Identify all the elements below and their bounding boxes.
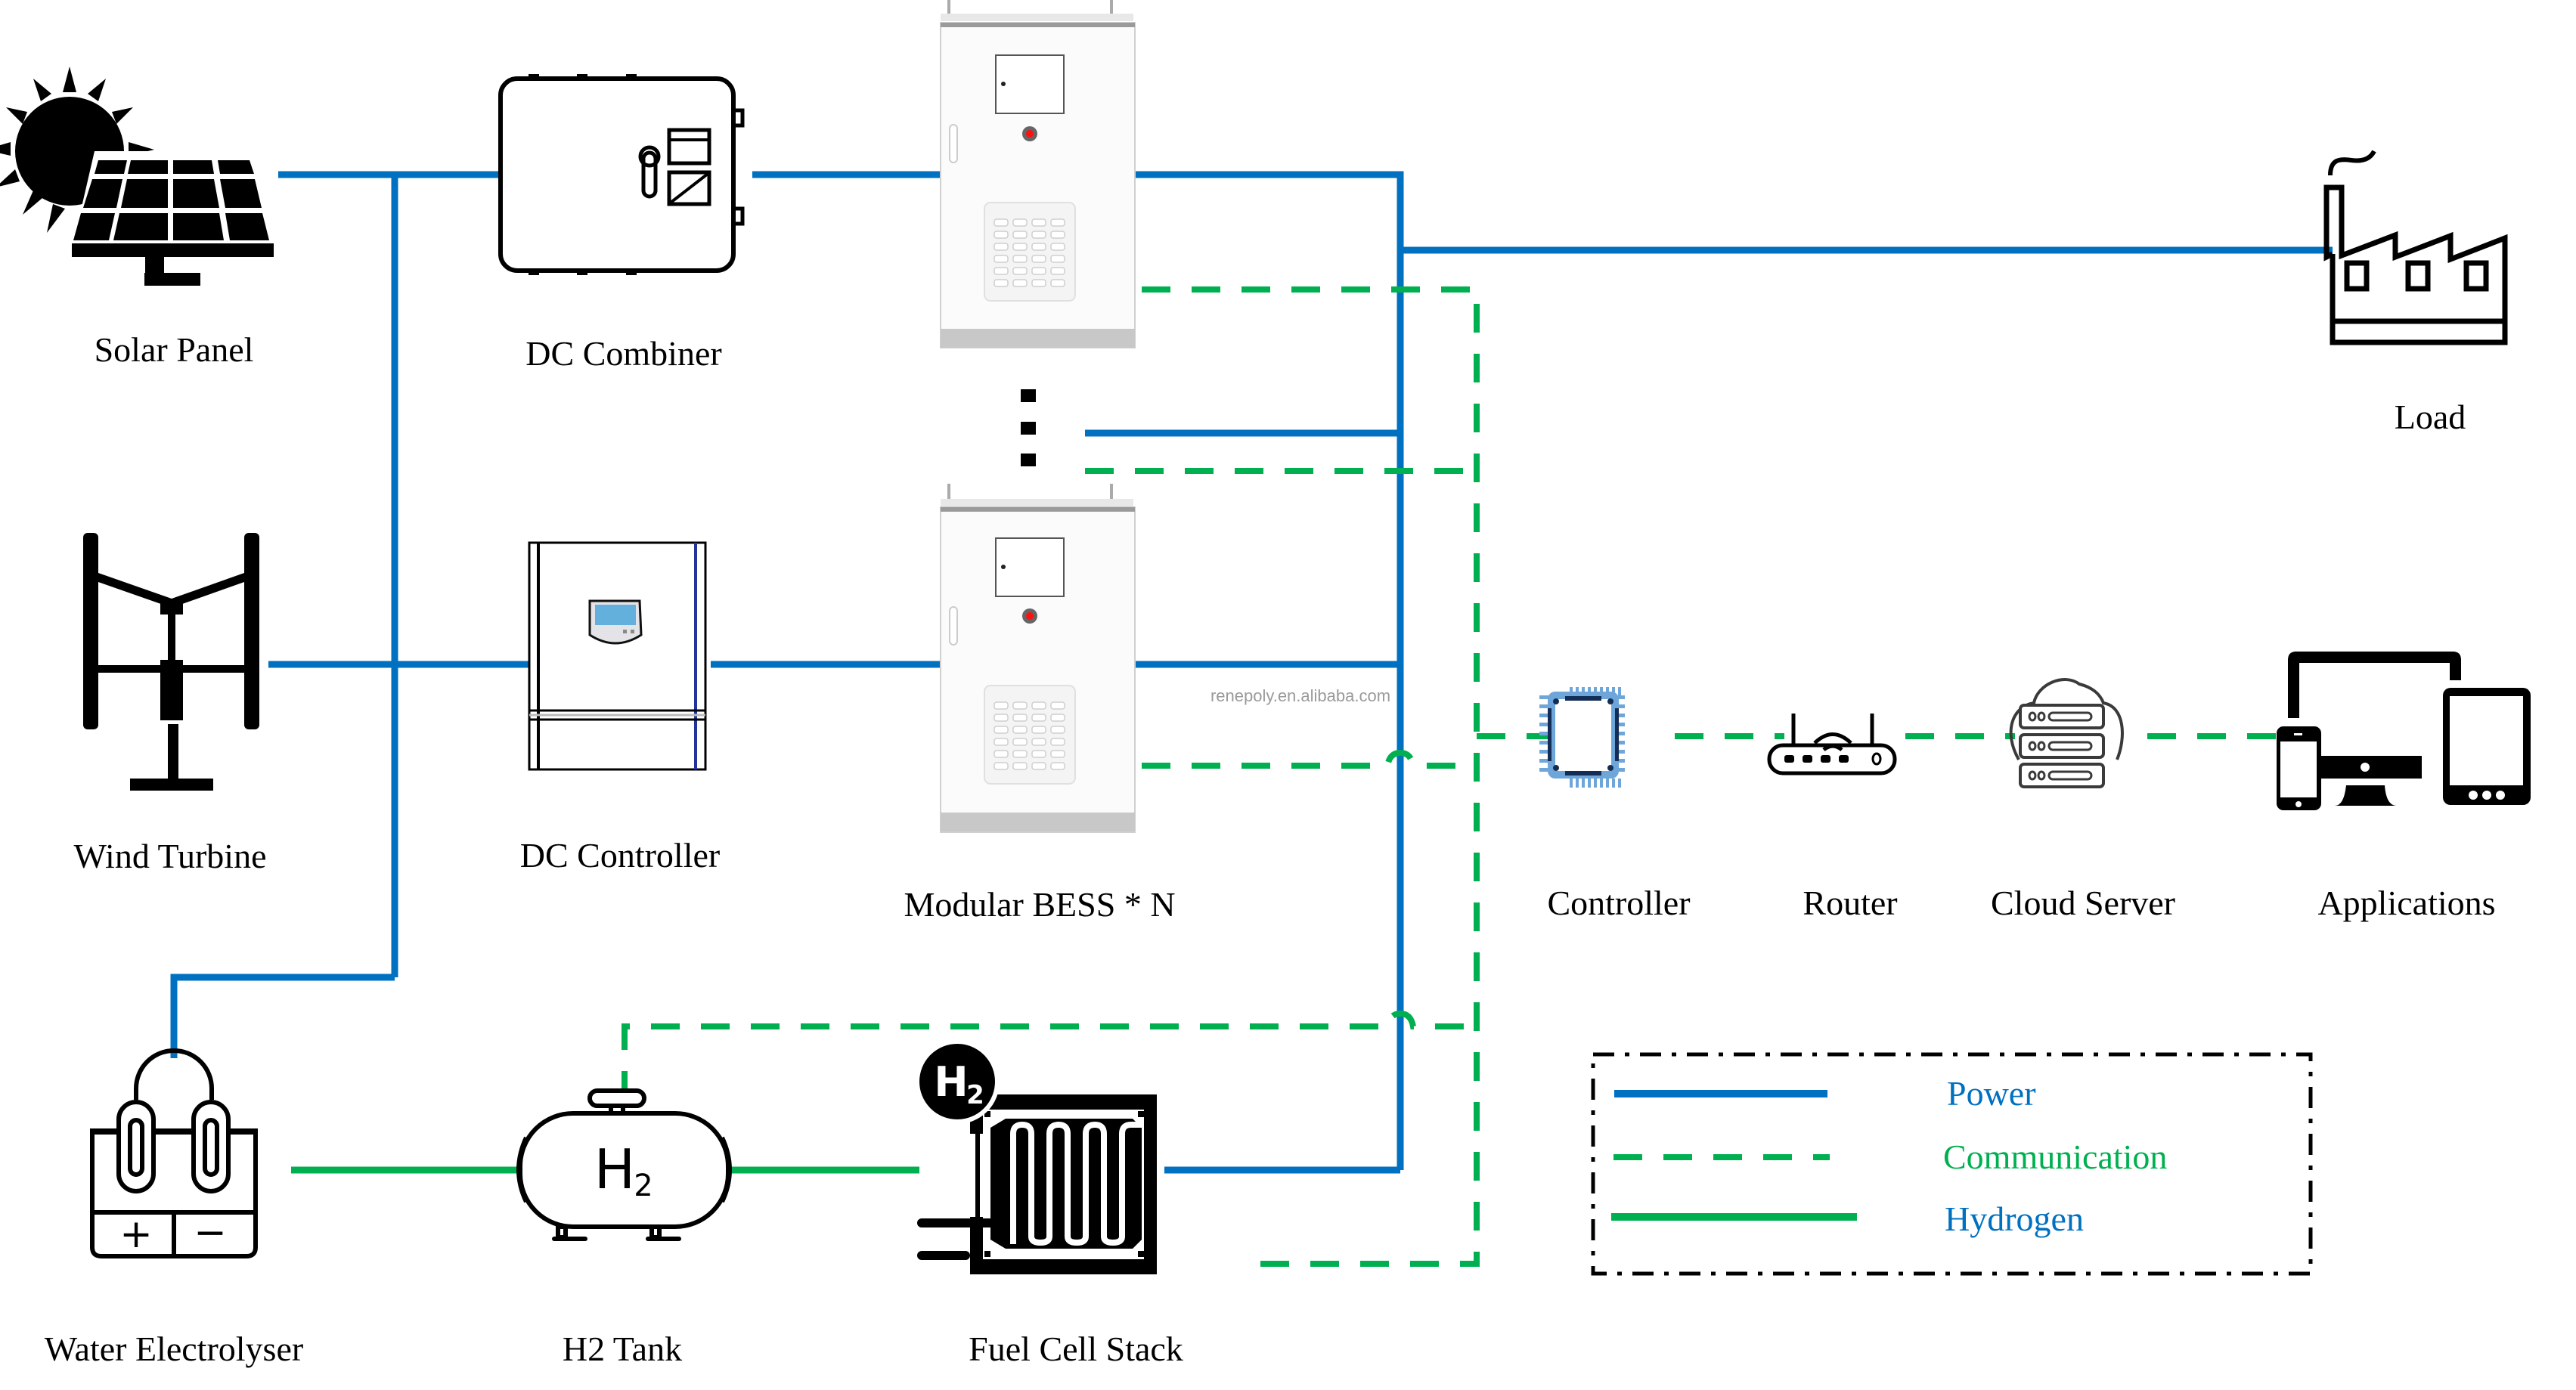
label-h2-tank: H2 Tank xyxy=(563,1330,682,1368)
label-cloud-server: Cloud Server xyxy=(1991,884,2175,922)
solar-panel-icon xyxy=(0,67,274,286)
fuelcell-badge-h: H xyxy=(934,1058,968,1106)
devices-icon xyxy=(2277,652,2531,810)
label-load: Load xyxy=(2395,398,2466,436)
power-line-bus-electrolyser xyxy=(170,974,395,1058)
minus-symbol: − xyxy=(194,1210,227,1255)
legend-label-hydrogen: Hydrogen xyxy=(1945,1200,2084,1238)
label-modular-bess: Modular BESS * N xyxy=(904,885,1175,924)
label-fuel-cell-stack: Fuel Cell Stack xyxy=(969,1330,1183,1368)
tank-subscript: 2 xyxy=(634,1169,653,1203)
fuelcell-badge-subscript: 2 xyxy=(966,1080,984,1110)
label-solar-panel: Solar Panel xyxy=(95,330,254,369)
ellipsis-icon xyxy=(1021,389,1036,466)
electrolyser-icon xyxy=(90,1048,258,1258)
label-controller: Controller xyxy=(1547,884,1690,922)
hydrogen-tank-icon xyxy=(516,1073,732,1241)
legend-label-communication: Communication xyxy=(1943,1138,2167,1176)
dc-controller-icon xyxy=(528,541,707,771)
cloud-server-icon xyxy=(2009,678,2124,788)
comm-line-bess1 xyxy=(1142,286,1480,1267)
legend-label-power: Power xyxy=(1947,1074,2036,1113)
label-water-electrolyser: Water Electrolyser xyxy=(45,1330,303,1368)
legend: Power Communication Hydrogen xyxy=(1591,1052,2313,1276)
plus-symbol: + xyxy=(119,1212,153,1257)
comm-line-h2tank xyxy=(622,1010,1477,1100)
communication-lines xyxy=(622,286,2276,1267)
battery-cabinet-icon-1 xyxy=(940,0,1136,348)
router-icon xyxy=(1767,714,1897,775)
watermark: renepoly.en.alibaba.com xyxy=(1211,686,1390,705)
factory-icon xyxy=(2323,150,2508,345)
fuel-cell-icon xyxy=(915,1039,1157,1274)
label-router: Router xyxy=(1803,884,1897,922)
comm-line-bess2 xyxy=(1142,749,1477,769)
dc-combiner-icon xyxy=(498,74,745,275)
tank-h-text: H xyxy=(594,1138,635,1201)
label-dc-combiner: DC Combiner xyxy=(525,334,721,373)
label-dc-controller: DC Controller xyxy=(520,836,720,875)
label-wind-turbine: Wind Turbine xyxy=(73,837,266,875)
wind-turbine-icon xyxy=(83,533,259,791)
battery-cabinet-icon-2 xyxy=(940,484,1136,833)
label-applications: Applications xyxy=(2317,884,2495,922)
power-lines xyxy=(170,171,2333,1174)
chip-icon xyxy=(1539,687,1625,788)
power-line-bess1-bus xyxy=(1136,171,1404,1170)
